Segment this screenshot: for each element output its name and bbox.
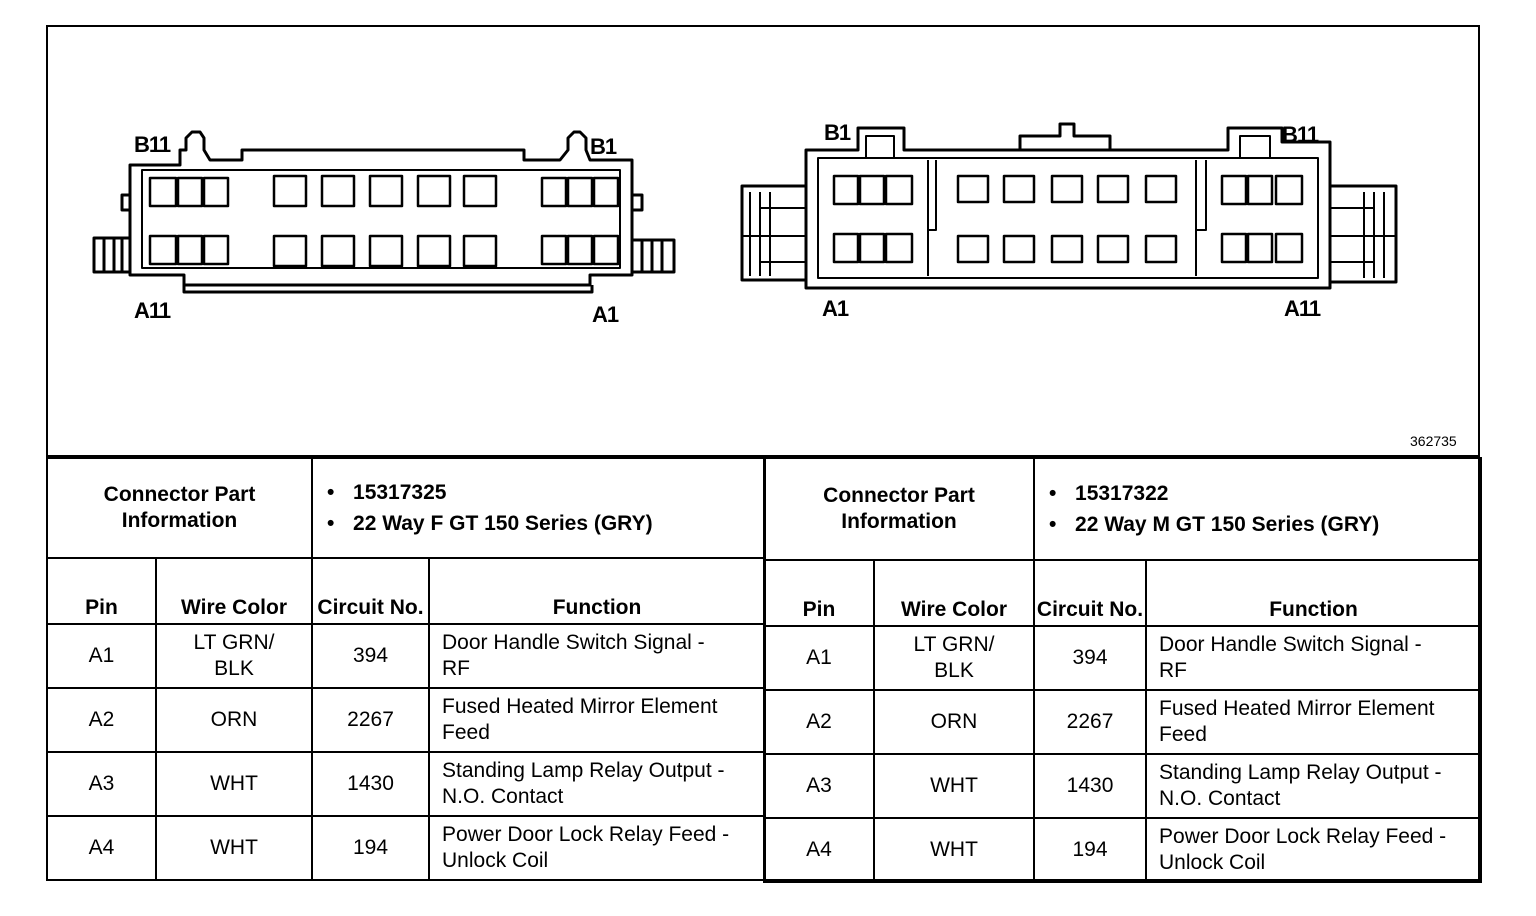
- function-cell: Door Handle Switch Signal - RF: [428, 623, 767, 689]
- pin-cell: A2: [763, 689, 875, 755]
- connector-info-row: Connector Part Information1531732522 Way…: [45, 457, 767, 559]
- col-header-pin: Pin: [46, 557, 157, 625]
- pin-label-a1-left: A1: [592, 302, 619, 327]
- connector-part-info-label: Connector Part Information: [45, 457, 314, 559]
- part-info-bullet: 15317325: [327, 477, 764, 508]
- wire-color-cell: WHT: [872, 817, 1036, 883]
- function-cell: Standing Lamp Relay Output - N.O. Contac…: [1145, 753, 1483, 819]
- wire-color-cell: ORN: [154, 687, 314, 753]
- wire-color-cell: WHT: [154, 815, 314, 881]
- connector-table-left: Connector Part Information1531732522 Way…: [45, 457, 767, 881]
- circuit-number-cell: 194: [311, 815, 431, 881]
- wire-color-cell: LT GRN/ BLK: [154, 623, 314, 689]
- connector-info-row: Connector Part Information1531732222 Way…: [762, 457, 1483, 561]
- circuit-number-cell: 2267: [1033, 689, 1148, 755]
- pin-label-a11-left: A11: [134, 298, 171, 323]
- function-cell: Standing Lamp Relay Output - N.O. Contac…: [428, 751, 767, 817]
- part-info-bullet: 22 Way F GT 150 Series (GRY): [327, 508, 764, 539]
- pin-cell: A1: [46, 623, 157, 689]
- connector-part-info-label: Connector Part Information: [762, 457, 1036, 561]
- pin-cell: A3: [46, 751, 157, 817]
- pin-cell: A3: [763, 753, 875, 819]
- pin-label-b1-left: B1: [590, 134, 617, 159]
- pin-cell: A4: [46, 815, 157, 881]
- section-divider: [46, 455, 1480, 457]
- pin-cell: A2: [46, 687, 157, 753]
- part-info-bullet: 15317322: [1049, 478, 1480, 509]
- pin-label-b1-right: B1: [824, 120, 851, 145]
- connector-part-info-bullets: 1531732222 Way M GT 150 Series (GRY): [1033, 457, 1483, 561]
- col-header-wire-color: Wire Color: [872, 559, 1036, 627]
- circuit-number-cell: 1430: [1033, 753, 1148, 819]
- pin-label-b11-right: B11: [1282, 122, 1319, 147]
- wire-color-cell: ORN: [872, 689, 1036, 755]
- pin-cell: A1: [763, 625, 875, 691]
- circuit-number-cell: 394: [311, 623, 431, 689]
- connector-table-right: Connector Part Information1531732222 Way…: [762, 457, 1483, 883]
- circuit-number-cell: 394: [1033, 625, 1148, 691]
- circuit-number-cell: 1430: [311, 751, 431, 817]
- male-connector-body: [740, 122, 1398, 290]
- part-info-bullet: 22 Way M GT 150 Series (GRY): [1049, 509, 1480, 540]
- male-connector-cavities: [832, 174, 1304, 264]
- col-header-function: Function: [428, 557, 767, 625]
- wire-color-cell: LT GRN/ BLK: [872, 625, 1036, 691]
- pin-label-b11-left: B11: [134, 132, 171, 157]
- circuit-number-cell: 2267: [311, 687, 431, 753]
- col-header-pin: Pin: [763, 559, 875, 627]
- connector-part-info-bullets: 1531732522 Way F GT 150 Series (GRY): [311, 457, 767, 559]
- wire-color-cell: WHT: [872, 753, 1036, 819]
- function-cell: Power Door Lock Relay Feed - Unlock Coil: [428, 815, 767, 881]
- col-header-circuit-no: Circuit No.: [311, 557, 431, 625]
- col-header-circuit-no: Circuit No.: [1033, 559, 1148, 627]
- diagram-reference-number: 362735: [1410, 433, 1457, 449]
- female-connector-cavities: [148, 174, 620, 268]
- circuit-number-cell: 194: [1033, 817, 1148, 883]
- function-cell: Door Handle Switch Signal - RF: [1145, 625, 1483, 691]
- function-cell: Power Door Lock Relay Feed - Unlock Coil: [1145, 817, 1483, 883]
- pin-label-a1-right: A1: [822, 296, 849, 321]
- connector-drawings: [92, 122, 1398, 294]
- pin-label-a11-right: A11: [1284, 296, 1321, 321]
- function-cell: Fused Heated Mirror Element Feed: [428, 687, 767, 753]
- wire-color-cell: WHT: [154, 751, 314, 817]
- col-header-function: Function: [1145, 559, 1483, 627]
- pin-cell: A4: [763, 817, 875, 883]
- function-cell: Fused Heated Mirror Element Feed: [1145, 689, 1483, 755]
- diagram-frame: [46, 25, 1480, 881]
- female-connector-body: [92, 130, 676, 294]
- col-header-wire-color: Wire Color: [154, 557, 314, 625]
